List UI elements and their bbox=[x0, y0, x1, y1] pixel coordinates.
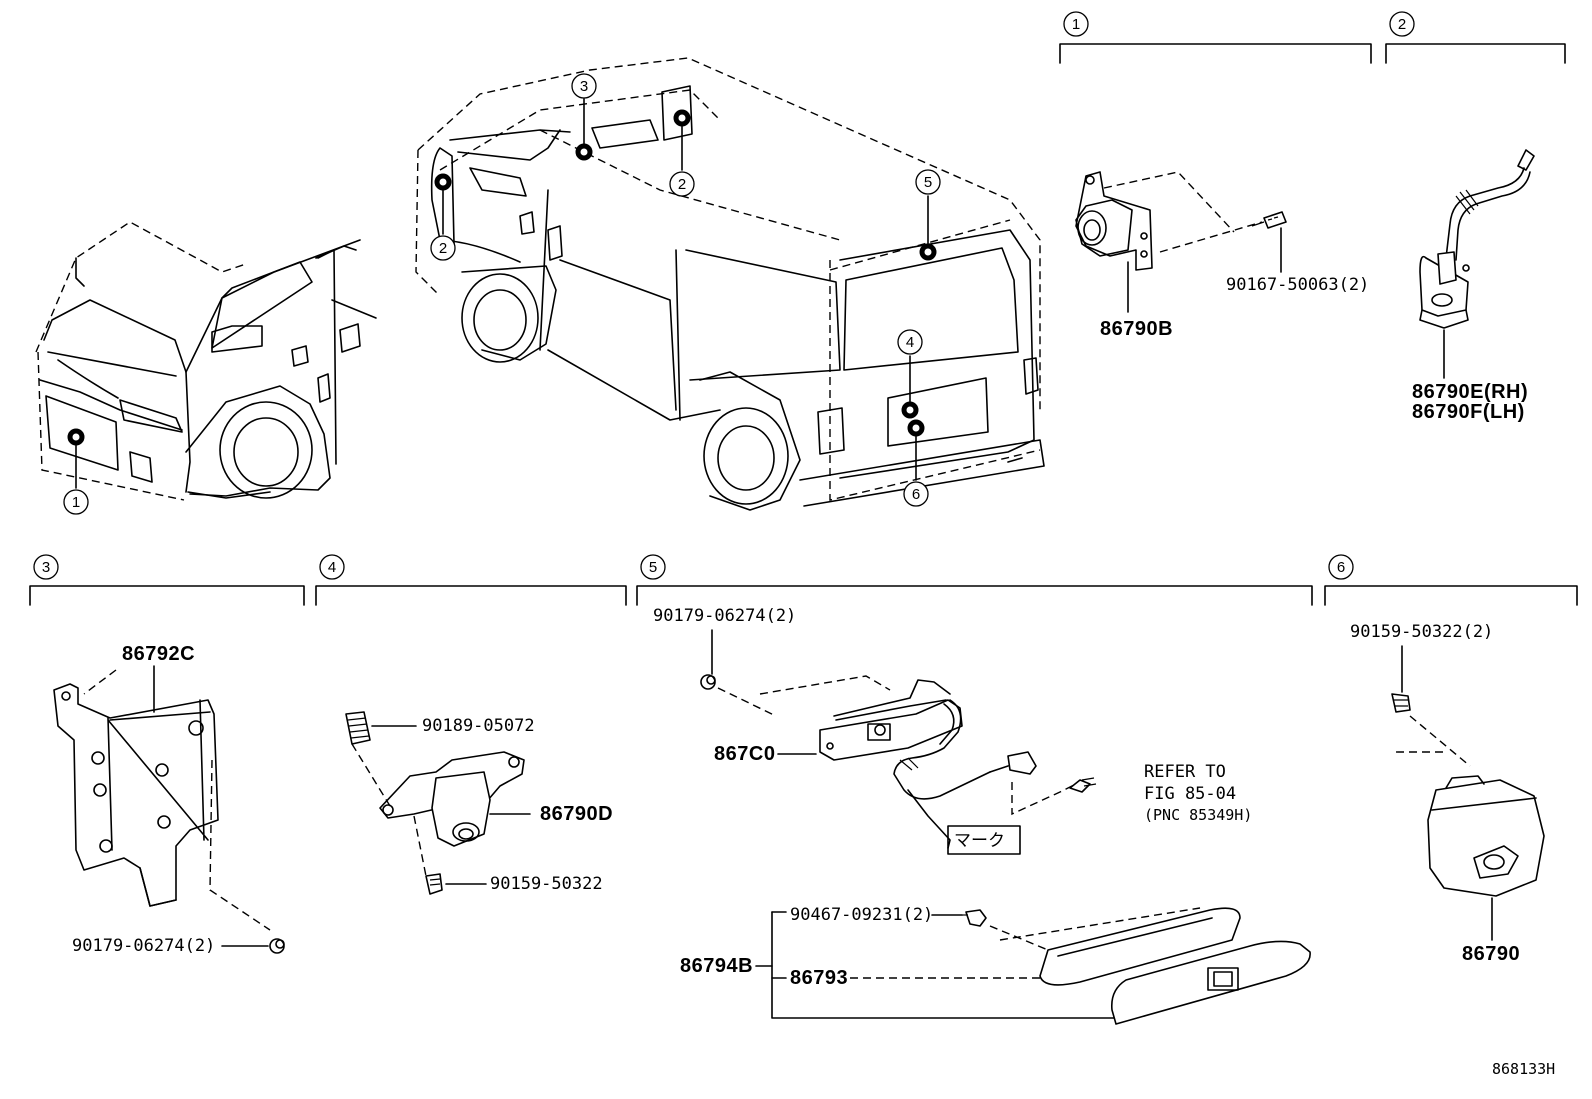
front-van-illustration: 1 bbox=[35, 221, 377, 515]
svg-text:4: 4 bbox=[906, 334, 914, 351]
svg-text:90167-50063(2): 90167-50063(2) bbox=[1226, 275, 1369, 295]
mark-label-box: マーク bbox=[947, 825, 1021, 855]
part-86794B: 86794B bbox=[680, 911, 1115, 1019]
part-90167-50063: 90167-50063(2) bbox=[1226, 211, 1369, 295]
svg-text:90189-05072: 90189-05072 bbox=[422, 716, 535, 736]
section-callout-1: 1 bbox=[1063, 11, 1089, 37]
svg-text:3: 3 bbox=[42, 559, 50, 576]
part-86790: 86790 bbox=[1396, 751, 1545, 965]
svg-text:867C0: 867C0 bbox=[714, 743, 775, 765]
section-callout-3: 3 bbox=[33, 554, 59, 580]
svg-text:90159-50322(2): 90159-50322(2) bbox=[1350, 622, 1493, 642]
svg-text:86790F(LH): 86790F(LH) bbox=[1412, 401, 1525, 423]
svg-text:86790E(RH): 86790E(RH) bbox=[1412, 381, 1528, 403]
svg-text:FIG 85-04: FIG 85-04 bbox=[1144, 784, 1236, 804]
svg-text:4: 4 bbox=[328, 559, 336, 576]
section-brackets bbox=[29, 43, 1578, 606]
section-callout-5: 5 bbox=[640, 554, 666, 580]
svg-text:90159-50322: 90159-50322 bbox=[490, 874, 603, 894]
part-86790D: 86790D bbox=[351, 743, 613, 877]
svg-text:3: 3 bbox=[580, 78, 588, 95]
svg-text:1: 1 bbox=[1072, 16, 1080, 33]
rear-van-illustration: 2 3 2 5 4 6 bbox=[415, 57, 1045, 511]
svg-text:86792C: 86792C bbox=[122, 643, 195, 665]
svg-text:6: 6 bbox=[912, 486, 920, 503]
svg-text:90179-06274(2): 90179-06274(2) bbox=[72, 936, 215, 956]
svg-text:1: 1 bbox=[72, 494, 80, 511]
svg-text:2: 2 bbox=[1398, 16, 1406, 33]
svg-text:86790B: 86790B bbox=[1100, 318, 1173, 340]
svg-text:マーク: マーク bbox=[954, 831, 1005, 851]
section-callout-2: 2 bbox=[1389, 11, 1415, 37]
svg-text:86790: 86790 bbox=[1462, 943, 1520, 965]
part-90467-09231: 90467-09231(2) bbox=[790, 905, 1201, 951]
part-90159-50322-b: 90159-50322(2) bbox=[1350, 622, 1493, 767]
part-86790B: 86790B bbox=[1075, 171, 1263, 340]
part-90179-06274-b: 90179-06274(2) bbox=[653, 606, 796, 690]
section-callout-6: 6 bbox=[1328, 554, 1354, 580]
part-86790E-86790F: 86790E(RH) 86790F(LH) bbox=[1412, 149, 1535, 423]
part-86793: 86793 bbox=[771, 907, 1311, 1025]
svg-text:6: 6 bbox=[1337, 559, 1345, 576]
figure-id: 868133H bbox=[1492, 1060, 1555, 1078]
part-867C0: 867C0 bbox=[714, 675, 1037, 849]
svg-text:(PNC 85349H): (PNC 85349H) bbox=[1144, 806, 1252, 824]
svg-text:2: 2 bbox=[678, 176, 686, 193]
refer-to-note: REFER TO FIG 85-04 (PNC 85349H) bbox=[1011, 762, 1252, 824]
svg-text:86790D: 86790D bbox=[540, 803, 613, 825]
part-90159-50322-a: 90159-50322 bbox=[425, 873, 603, 895]
svg-text:86793: 86793 bbox=[790, 967, 848, 989]
svg-text:90179-06274(2): 90179-06274(2) bbox=[653, 606, 796, 626]
section-callout-4: 4 bbox=[319, 554, 345, 580]
svg-text:5: 5 bbox=[924, 174, 932, 191]
svg-text:REFER TO: REFER TO bbox=[1144, 762, 1226, 782]
svg-text:90467-09231(2): 90467-09231(2) bbox=[790, 905, 933, 925]
svg-text:2: 2 bbox=[439, 240, 447, 257]
svg-text:86794B: 86794B bbox=[680, 955, 753, 977]
svg-text:5: 5 bbox=[649, 559, 657, 576]
part-86792C: 86792C bbox=[53, 643, 271, 931]
part-90179-06274-a: 90179-06274(2) bbox=[72, 936, 285, 956]
part-90189-05072: 90189-05072 bbox=[345, 711, 535, 745]
